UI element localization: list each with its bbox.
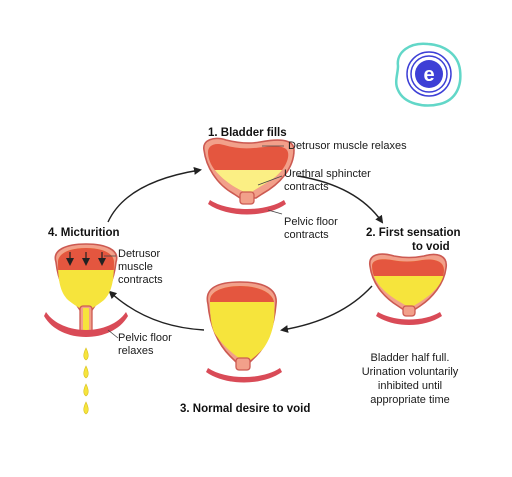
stage-2-note-line4: appropriate time [370, 394, 450, 406]
stage-1-sphincter-label-line2: contracts [284, 181, 329, 193]
cycle-arrows [107, 166, 384, 333]
stage-1-pelvic-label-line1: Pelvic floor [284, 216, 338, 228]
stage-1-detrusor-label: Detrusor muscle relaxes [288, 140, 407, 152]
bladder-stage-3 [206, 281, 282, 383]
stage-4-detrusor-label-line3: contracts [118, 274, 163, 286]
stage-2-title-line1: 2. First sensation [366, 227, 461, 239]
stage-2-title-line2: to void [412, 241, 450, 253]
arrow-2-to-3 [280, 285, 373, 333]
stage-4-detrusor-label-line2: muscle [118, 261, 153, 273]
arrow-1-to-2 [297, 175, 384, 224]
stage-4-detrusor-label-line1: Detrusor [118, 248, 161, 260]
spiral-e-logo: e [394, 42, 462, 107]
stage-1-sphincter-label-line1: Urethral sphincter [284, 168, 371, 180]
stage-2-note-line2: Urination voluntarily [361, 366, 459, 378]
arrow-4-to-1 [107, 166, 202, 223]
stage-2-note-line1: Bladder half full. [370, 352, 450, 364]
bladder-stage-4 [44, 243, 128, 415]
logo-letter: e [423, 64, 434, 86]
stage-3-title: 3. Normal desire to void [180, 403, 311, 415]
bladder-stage-1 [203, 137, 295, 215]
bladder-stage-2 [369, 253, 448, 325]
stage-1-title: 1. Bladder fills [208, 127, 287, 139]
arrow-3-to-4 [108, 290, 205, 331]
stage-2-note-line3: inhibited until [377, 380, 443, 392]
stage-1-pelvic-label-line2: contracts [284, 229, 329, 241]
stage-4-pelvic-label-line1: Pelvic floor [118, 332, 172, 344]
stage-4-title: 4. Micturition [48, 227, 120, 239]
stage-4-pelvic-label-line2: relaxes [118, 345, 154, 357]
